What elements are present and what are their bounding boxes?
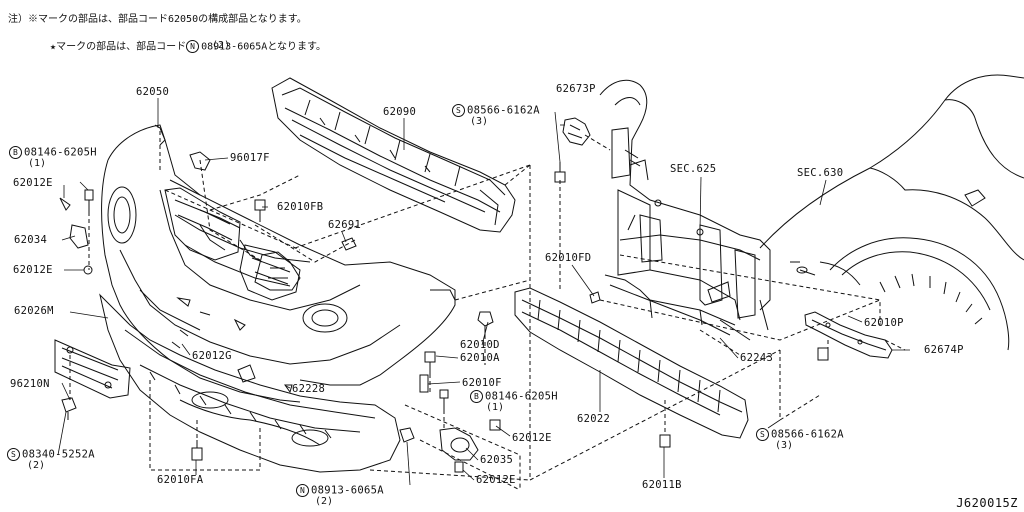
assembly-dashed-lines xyxy=(70,130,905,490)
part-label-08566-bottom-text: 08566-6162A xyxy=(771,428,844,441)
n-prefix-icon: N xyxy=(296,484,309,497)
part-label-62010A[interactable]: 62010A xyxy=(460,352,500,364)
license-plate-bracket-96210N xyxy=(55,340,130,398)
bumper-reinforcement-62090 xyxy=(272,78,515,232)
part-label-62243[interactable]: 62243 xyxy=(740,352,774,364)
qty-08913: (2) xyxy=(315,496,334,507)
part-label-62090[interactable]: 62090 xyxy=(383,106,417,118)
part-label-62691[interactable]: 62691 xyxy=(328,219,362,231)
section-ref-625[interactable]: SEC.625 xyxy=(670,163,717,175)
core-support-frame xyxy=(600,80,770,340)
side-bracket-62673P xyxy=(563,118,590,145)
note-line-3: (2) xyxy=(212,40,231,51)
diagram-code: J620015Z xyxy=(956,496,1018,510)
part-label-62035[interactable]: 62035 xyxy=(480,454,514,466)
note-line-2-tail: となります。 xyxy=(267,41,327,53)
note-line-2-text: ★マークの部品は、部品コード xyxy=(50,41,187,53)
part-label-62228[interactable]: 62228 xyxy=(292,383,326,395)
part-label-62050[interactable]: 62050 xyxy=(136,86,170,98)
b-prefix-icon: B xyxy=(9,146,22,159)
part-label-62010FB[interactable]: 62010FB xyxy=(277,201,324,213)
part-label-62026M[interactable]: 62026M xyxy=(14,305,54,317)
s-prefix-icon: S xyxy=(452,104,465,117)
part-label-62010P[interactable]: 62010P xyxy=(864,317,904,329)
qty-08146-top: (1) xyxy=(28,158,47,169)
qty-08566-top: (3) xyxy=(470,116,489,127)
qty-08146-bottom: (1) xyxy=(486,402,505,413)
s-prefix-icon: S xyxy=(756,428,769,441)
part-label-08913-text: 08913-6065A xyxy=(311,484,384,497)
part-label-62012E-a[interactable]: 62012E xyxy=(13,177,53,189)
part-label-62674P[interactable]: 62674P xyxy=(924,344,964,356)
part-label-62034[interactable]: 62034 xyxy=(14,234,48,246)
leader-lines xyxy=(58,98,910,485)
fog-lamp-bracket-62035 xyxy=(440,428,478,460)
part-label-62010FD[interactable]: 62010FD xyxy=(545,252,592,264)
part-label-08146-bottom-text: 08146-6205H xyxy=(485,390,558,403)
part-label-62010D[interactable]: 62010D xyxy=(460,339,500,351)
note-line-2-part: 08913-6065A xyxy=(201,41,268,53)
lower-grille-62026M xyxy=(100,295,400,472)
grille-insert xyxy=(165,188,300,300)
part-label-62012E-b[interactable]: 62012E xyxy=(13,264,53,276)
part-label-62010F[interactable]: 62010F xyxy=(462,377,502,389)
side-bracket-62674P xyxy=(805,312,892,358)
n-prefix-icon: N xyxy=(186,40,200,53)
part-label-08566-top-text: 08566-6162A xyxy=(467,104,540,117)
qty-08340: (2) xyxy=(27,460,46,471)
s-prefix-icon: S xyxy=(7,448,20,461)
part-label-96210N[interactable]: 96210N xyxy=(10,378,50,390)
part-label-96017F[interactable]: 96017F xyxy=(230,152,270,164)
small-fasteners xyxy=(60,152,828,472)
b-prefix-icon: B xyxy=(470,390,483,403)
part-label-62022[interactable]: 62022 xyxy=(577,413,611,425)
section-ref-630[interactable]: SEC.630 xyxy=(797,167,844,179)
part-label-62673P[interactable]: 62673P xyxy=(556,83,596,95)
part-label-08340-text: 08340-5252A xyxy=(22,448,95,461)
part-label-62012G[interactable]: 62012G xyxy=(192,350,232,362)
part-label-62012E-d[interactable]: 62012E xyxy=(476,474,516,486)
part-label-62011B[interactable]: 62011B xyxy=(642,479,682,491)
fender-outline xyxy=(760,75,1024,350)
impact-absorber-62022 xyxy=(515,288,748,438)
part-label-62010FA[interactable]: 62010FA xyxy=(157,474,204,486)
part-label-08146-top-text: 08146-6205H xyxy=(24,146,97,159)
qty-08566-bottom: (3) xyxy=(775,440,794,451)
note-line-1: 注）※マークの部品は、部品コード62050の構成部品となります。 xyxy=(8,14,307,25)
part-label-62012E-c[interactable]: 62012E xyxy=(512,432,552,444)
